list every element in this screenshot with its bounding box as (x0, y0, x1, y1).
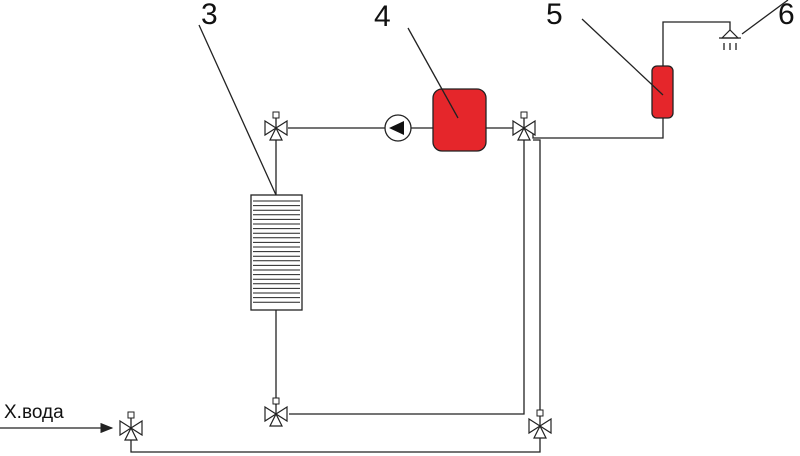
leader-3 (198, 24, 277, 196)
valve-bottom-left (264, 397, 288, 427)
circulation-pump-icon (384, 114, 412, 142)
cold-water-label: Х.вода (4, 402, 64, 423)
valve-top-right (512, 111, 536, 141)
pipe-bottom-valve-to-right-riser (289, 140, 525, 415)
pipe-heater5-to-shower6 (662, 21, 731, 66)
valve-top-left (264, 111, 288, 141)
leader-4 (407, 27, 459, 119)
label-3: 3 (201, 0, 218, 31)
storage-tank-4 (432, 88, 487, 152)
pipe-valve-to-heater5 (532, 118, 664, 139)
heat-exchanger-3 (250, 194, 303, 311)
valve-bottom-right (528, 409, 552, 439)
shower-head-6-icon (719, 29, 741, 50)
pipes (130, 21, 731, 453)
valve-cold-inlet (119, 411, 143, 441)
leader-6 (741, 0, 789, 35)
pipe-cold-water-main (130, 438, 541, 453)
label-6: 6 (778, 0, 795, 31)
pipe-bottom-right-valve-riser (533, 139, 541, 414)
water-heater-5 (651, 65, 674, 119)
label-5: 5 (546, 0, 563, 31)
label-4: 4 (374, 0, 391, 33)
leader-5 (581, 18, 664, 96)
